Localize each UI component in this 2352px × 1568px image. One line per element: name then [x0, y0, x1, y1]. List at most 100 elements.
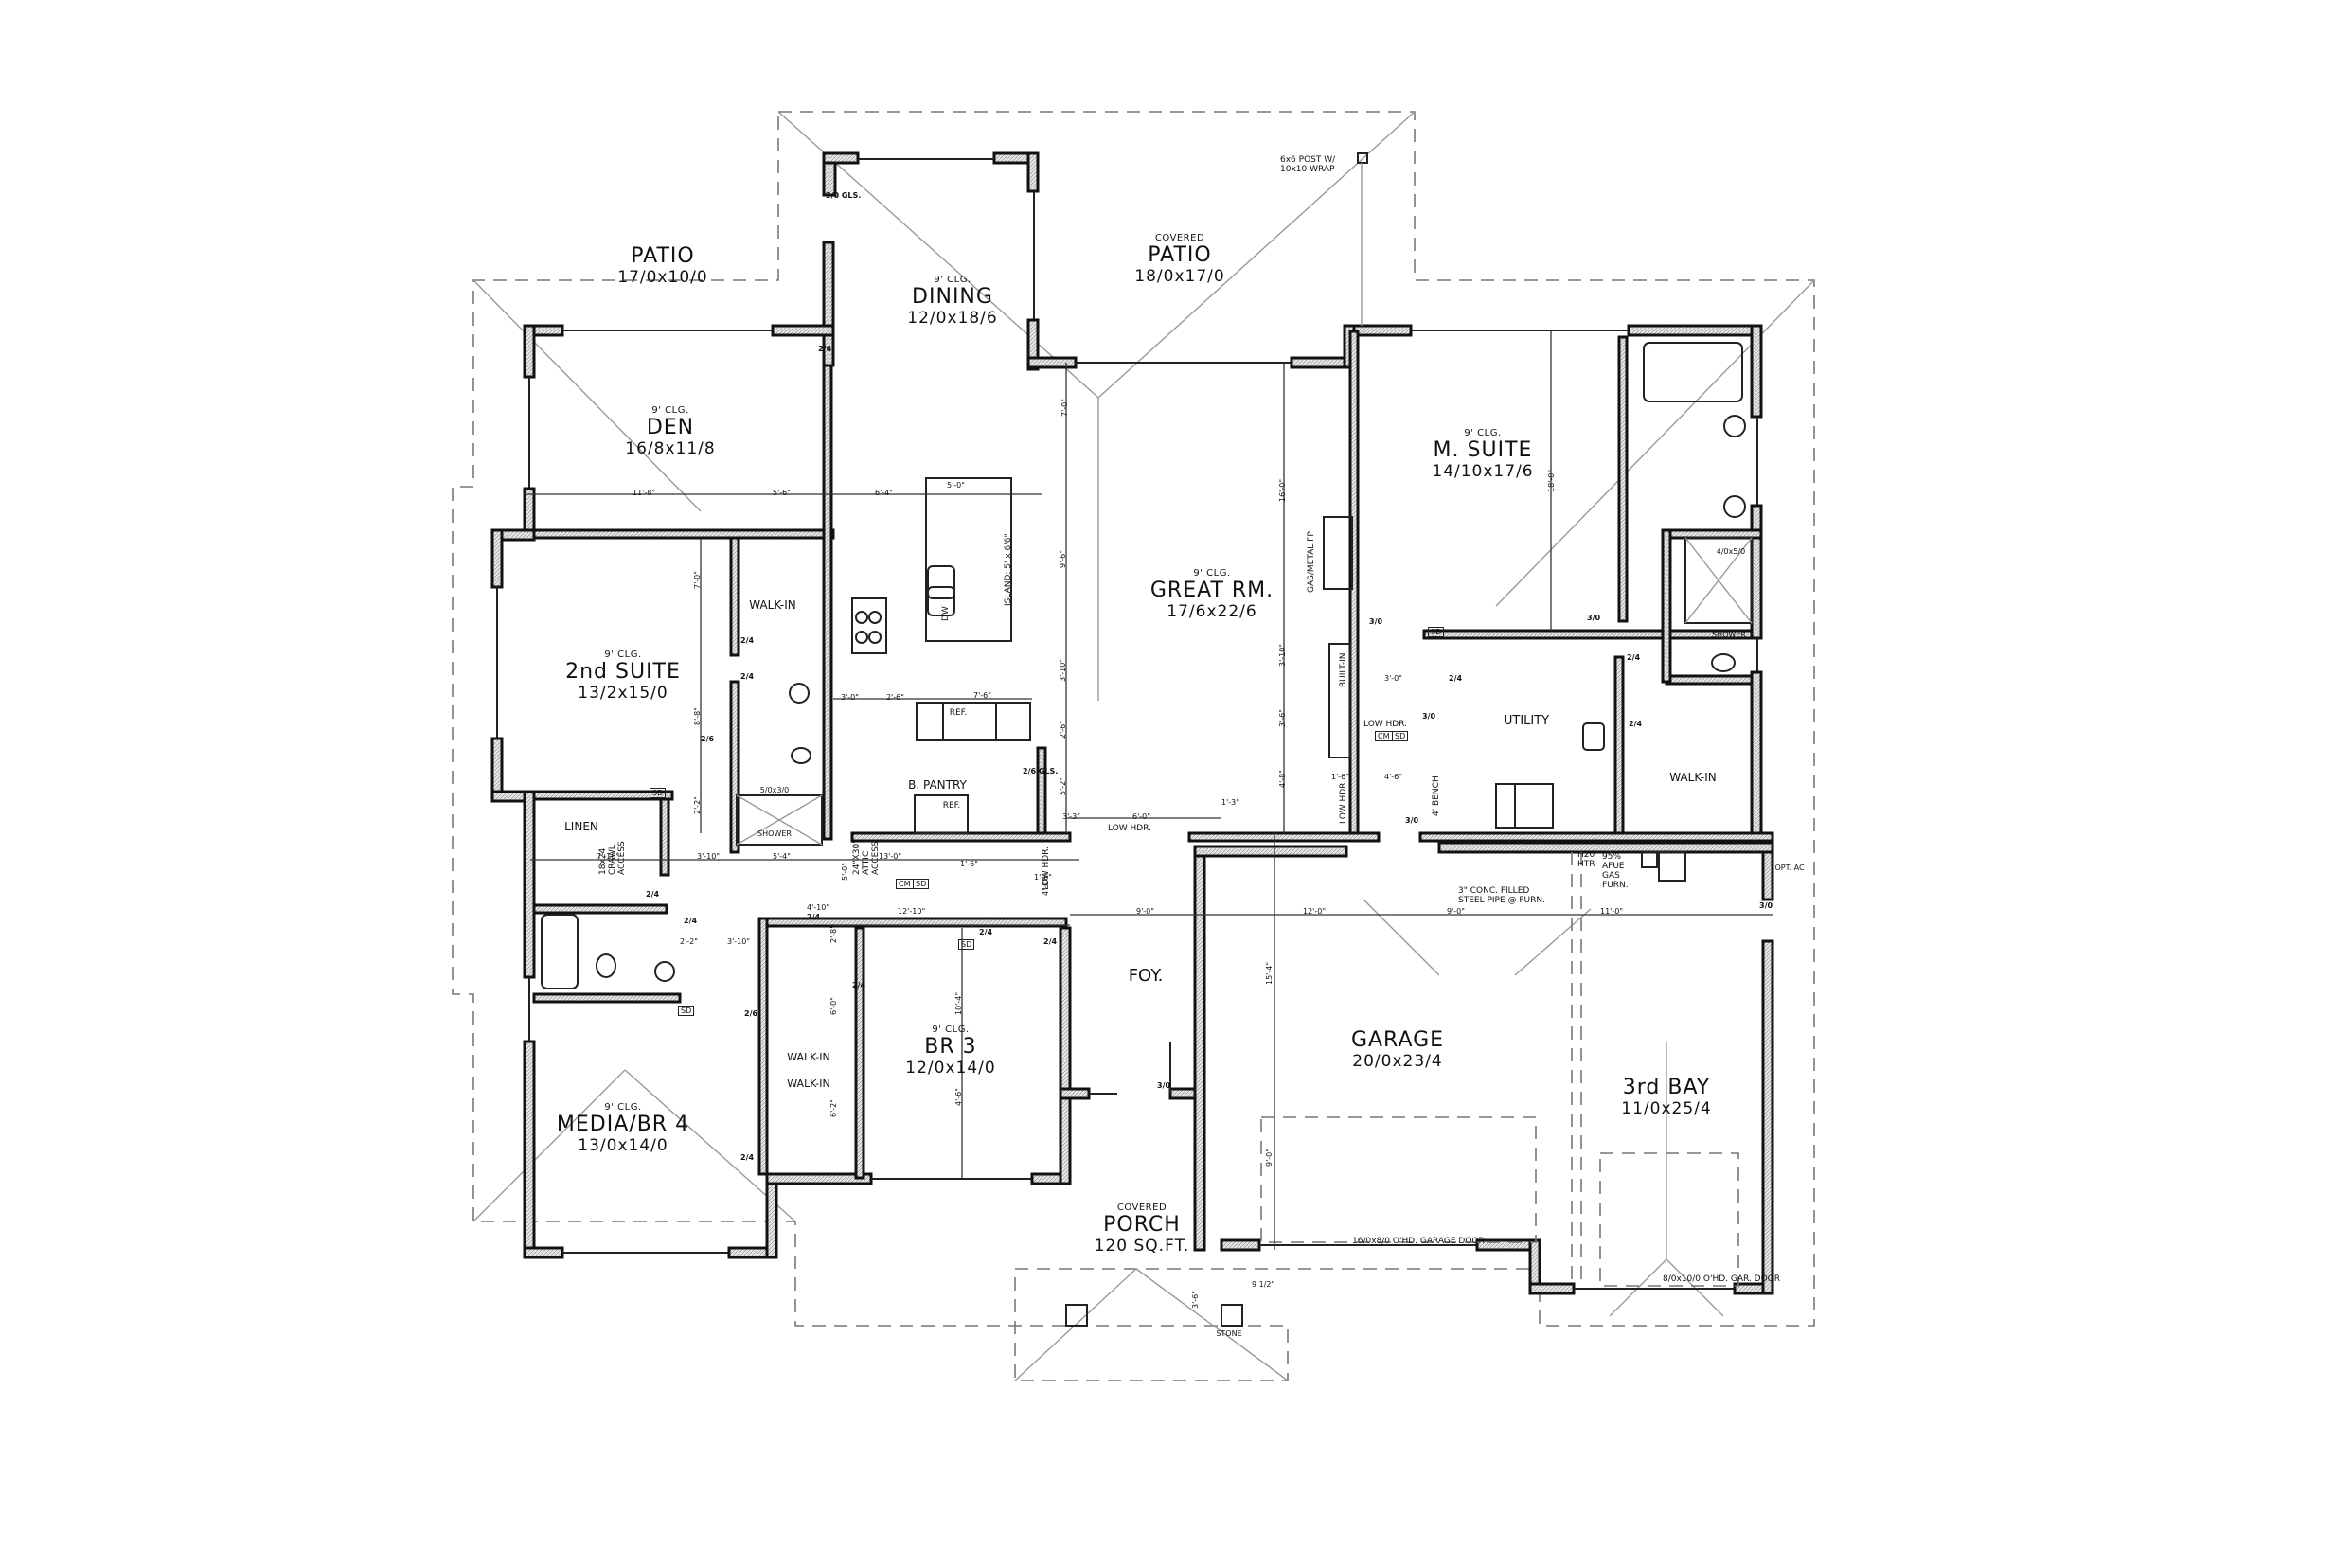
- ceiling-height: 9' CLG.: [932, 1025, 970, 1035]
- minor-label: SHOWER: [1712, 631, 1746, 639]
- dimension-label: 3'-10": [697, 852, 721, 861]
- dimension-label: 2'-2": [693, 796, 702, 814]
- annotation-note: 4' BENCH: [1432, 775, 1441, 816]
- covered-label: COVERED: [1116, 1203, 1167, 1213]
- utility-sink: [1582, 722, 1605, 751]
- dimension-label: 3'-3": [1062, 812, 1080, 821]
- door-size-label: 2/4: [684, 917, 698, 925]
- minor-label: SHOWER: [757, 829, 792, 838]
- shower-master: [1684, 537, 1753, 624]
- dimension-label: 2'-6": [886, 693, 904, 702]
- minor-label: LINEN: [564, 820, 598, 833]
- annotation-note: 6x6 POST W/ 10x10 WRAP: [1280, 155, 1336, 174]
- annotation-note: 18x24 CRAWL ACCESS: [598, 841, 627, 875]
- pantry-counter: [916, 702, 1031, 741]
- fixtures: [541, 152, 1753, 1327]
- furnace: [1658, 851, 1686, 882]
- room-size: 14/10x17/6: [1432, 462, 1534, 481]
- door-size-label: 2/6: [744, 1009, 758, 1018]
- device-tag: SD: [958, 939, 975, 950]
- sink-bowl-2: [927, 586, 955, 616]
- dimension-label: 2'-8": [829, 925, 838, 943]
- fireplace: [1323, 516, 1353, 590]
- room-size: 18/0x17/0: [1134, 267, 1225, 286]
- dimension-label: 5'-0": [841, 863, 849, 881]
- bathtub-hall: [541, 914, 579, 989]
- dimension-label: 9 1/2": [1252, 1280, 1275, 1289]
- room-name: PATIO: [1148, 243, 1212, 267]
- dimension-label: 3'-6": [1278, 709, 1287, 727]
- dimension-label: 1'-6": [1331, 773, 1349, 781]
- minor-label: WALK-IN: [1669, 771, 1717, 784]
- built-in: [1328, 643, 1351, 758]
- door-size-label: 3/0: [1157, 1081, 1171, 1090]
- minor-label: STONE: [1216, 1329, 1242, 1338]
- dimension-label: 5'-0": [947, 481, 965, 490]
- ceiling-height: 9' CLG.: [1193, 568, 1231, 579]
- door-size-label: 3/0: [1422, 712, 1436, 721]
- door-size-label: 2/4: [979, 928, 993, 936]
- pantry-refrigerator: [914, 794, 969, 834]
- dimension-label: 1'-6": [960, 860, 978, 868]
- annotation-note: 3" CONC. FILLED STEEL PIPE @ FURN.: [1458, 886, 1545, 905]
- annotation-note: LOW HDR.: [1042, 846, 1051, 890]
- door-size-label: 2/4: [740, 636, 755, 645]
- covered-label: COVERED: [1154, 233, 1205, 243]
- dimension-label: 3'-0": [1384, 674, 1402, 683]
- dimension-label: 2'-6": [1059, 721, 1067, 739]
- minor-label: WALK-IN: [787, 1078, 830, 1090]
- device-tag: SD: [1428, 627, 1445, 637]
- room-size: 16/8x11/8: [625, 439, 716, 458]
- annotation-note: LOW HDR.: [1363, 720, 1408, 729]
- annotation-note: 16/0x8/0 O'HD. GARAGE DOOR: [1352, 1237, 1485, 1246]
- device-tag: CM: [896, 879, 914, 889]
- kitchen-island: [925, 477, 1012, 642]
- dimension-label: 5'-4": [773, 852, 791, 861]
- room-size: 17/0x10/0: [617, 268, 708, 287]
- door-size-label: 2/4: [740, 1153, 755, 1162]
- ceiling-height: 9' CLG.: [1464, 428, 1502, 438]
- room-name: PORCH: [1103, 1213, 1181, 1237]
- door-size-label: 2/4: [1629, 720, 1643, 728]
- room-name: 2nd SUITE: [565, 660, 681, 684]
- annotation-note: LOW HDR.: [1108, 824, 1152, 833]
- door-size-label: 3/0 GLS.: [826, 191, 862, 200]
- room-name: GREAT RM.: [1149, 579, 1274, 602]
- shower-2nd-suite: [736, 794, 823, 846]
- dryer: [1495, 783, 1516, 829]
- door-size-label: 2/4: [852, 981, 866, 989]
- dimension-label: 5'-2": [1059, 777, 1067, 795]
- minor-label: B. PANTRY: [908, 778, 967, 792]
- bathtub-master: [1643, 342, 1743, 402]
- door-size-label: 2/6: [818, 345, 832, 353]
- annotation-note: 95% AFUE GAS FURN.: [1602, 852, 1629, 890]
- minor-label: UTILITY: [1503, 714, 1550, 728]
- dimension-label: 7'-0": [1060, 399, 1069, 417]
- dimension-label: 13'-0": [879, 852, 902, 861]
- minor-label: OPT. AC: [1774, 864, 1805, 872]
- dimension-label: 5'-6": [773, 489, 791, 497]
- dimension-label: 16'-0": [1278, 478, 1287, 502]
- dimension-label: 11'-8": [633, 489, 656, 497]
- room-size: 17/6x22/6: [1167, 602, 1257, 621]
- ceiling-height: 9' CLG.: [651, 405, 689, 416]
- dimension-label: 3'-10": [1059, 658, 1067, 682]
- device-tag: SD: [1392, 731, 1409, 741]
- door-size-label: 2/4: [807, 913, 821, 921]
- room-name: GARAGE: [1350, 1028, 1445, 1052]
- dimension-label: 3'-10": [727, 937, 751, 946]
- ceiling-height: 9' CLG.: [604, 1102, 642, 1113]
- door-size-label: 2/4: [1627, 653, 1641, 662]
- room-label-great-room: 9' CLG.GREAT RM.17/6x22/6: [1150, 568, 1274, 621]
- room-name: DINING: [912, 285, 993, 309]
- dimension-label: 9'-0": [1265, 1149, 1274, 1167]
- dimension-label: 1'-3": [1221, 798, 1239, 807]
- minor-label: REF.: [949, 708, 968, 718]
- minor-label: FOY.: [1128, 966, 1164, 986]
